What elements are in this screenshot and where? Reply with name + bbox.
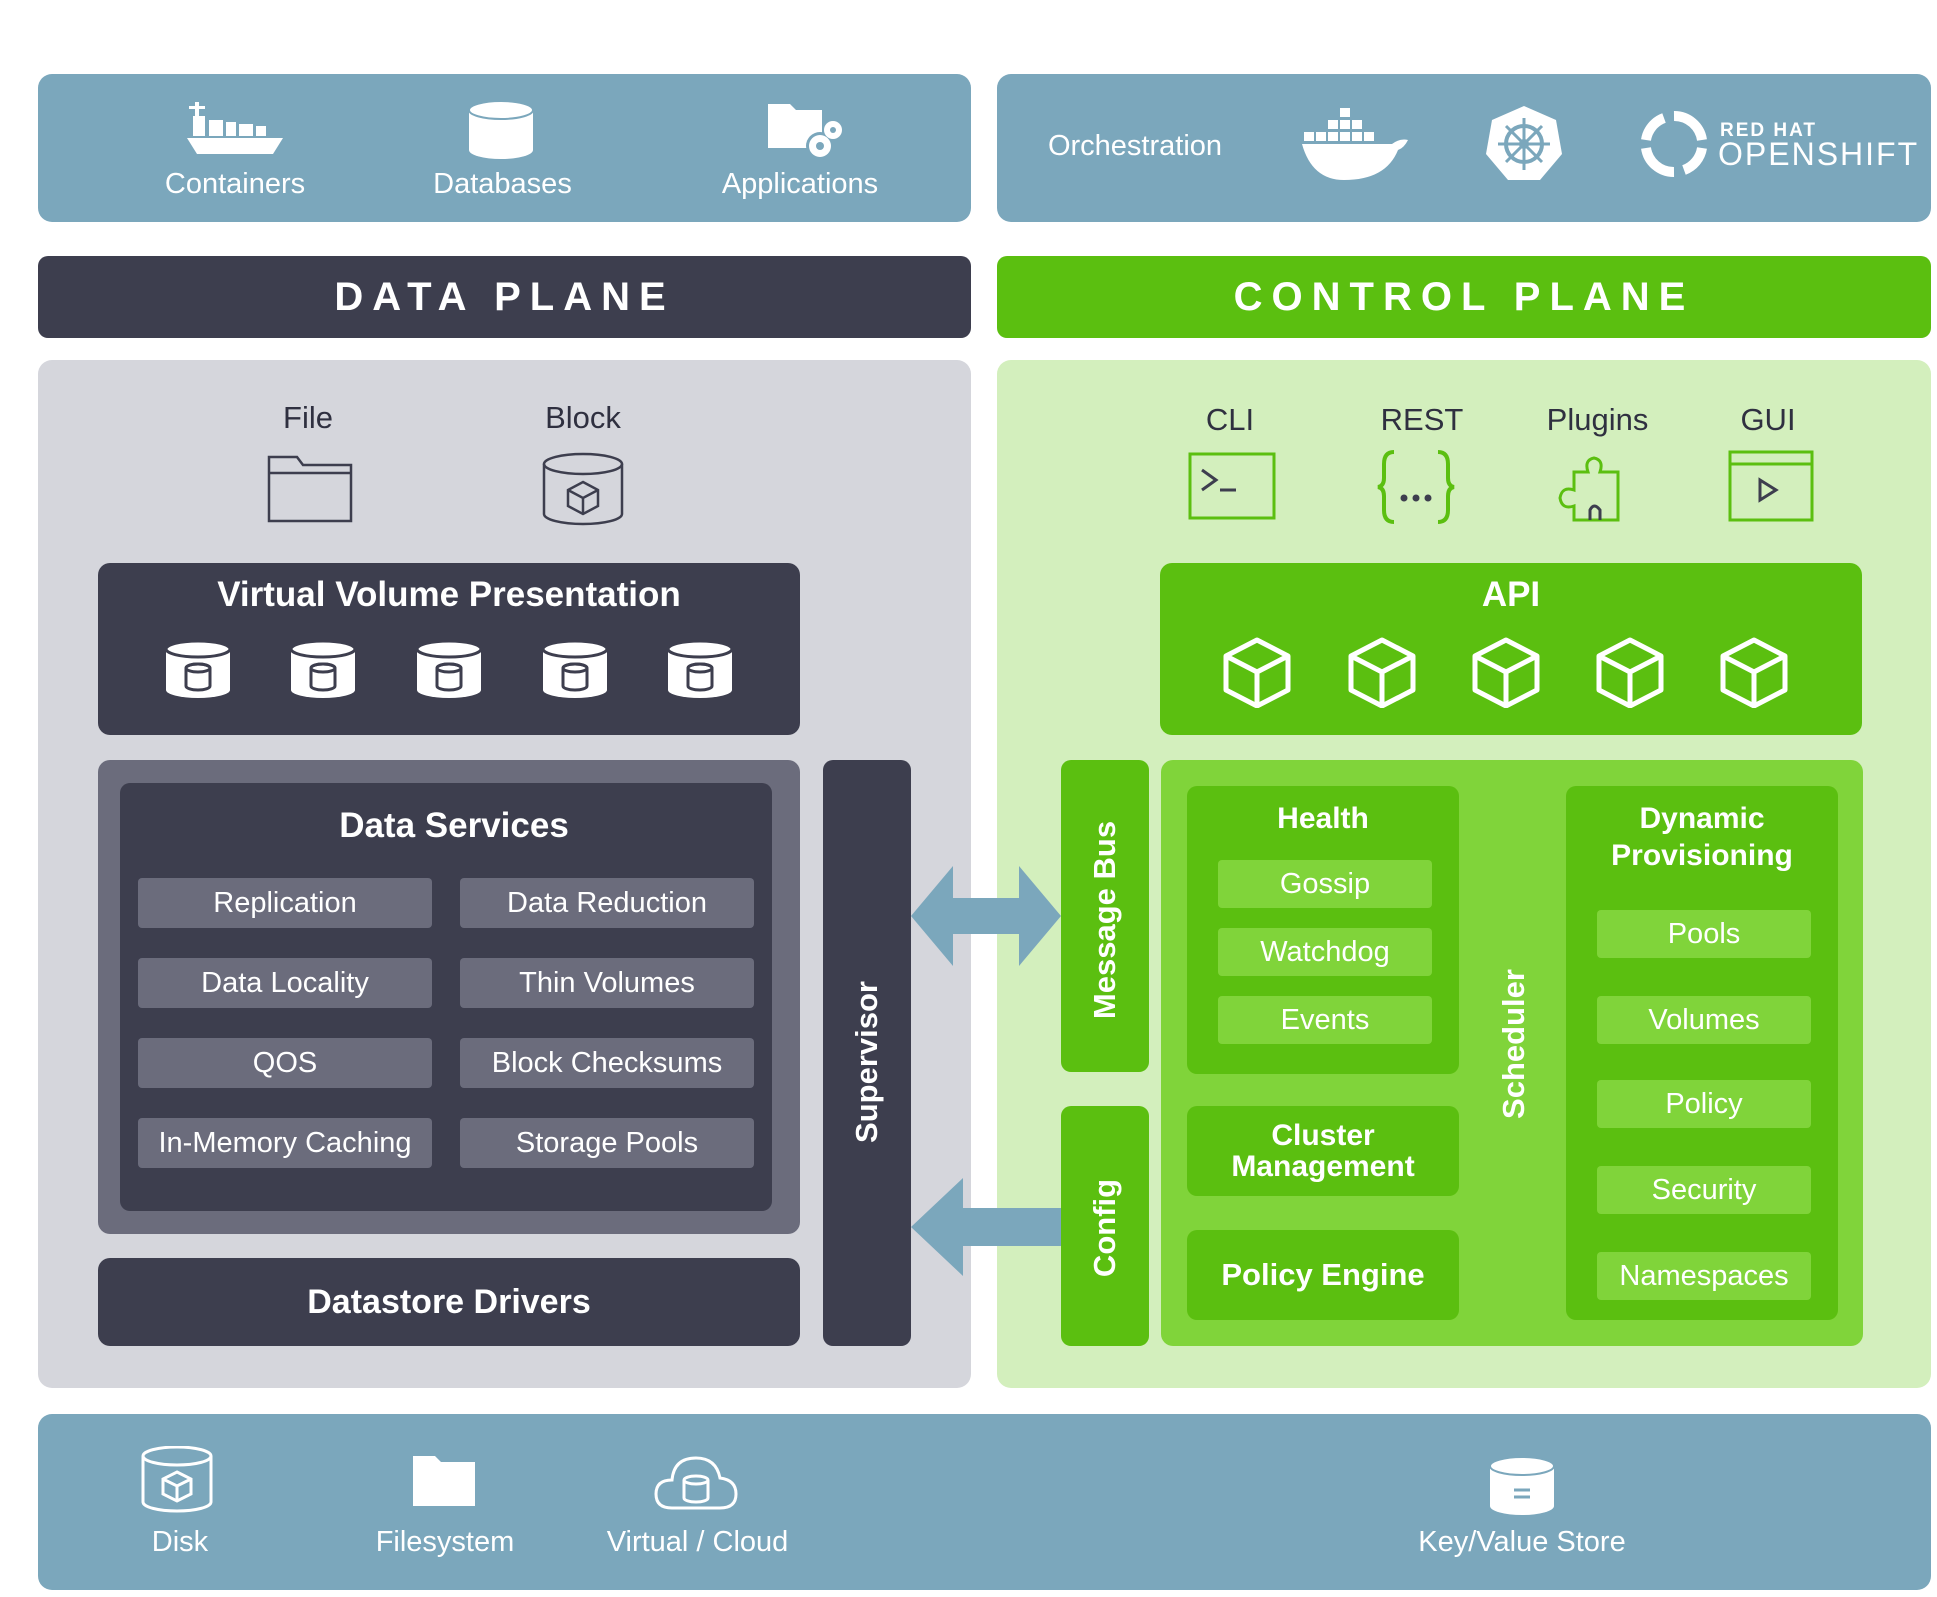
service-storage-pools: Storage Pools [460,1118,754,1168]
applications-label: Applications [721,168,879,200]
docker-icon [1300,104,1410,186]
volume-icon [415,640,483,700]
service-data-locality: Data Locality [138,958,432,1008]
dp-policy: Policy [1597,1080,1811,1128]
disk-icon [141,1446,213,1514]
service-block-checksums: Block Checksums [460,1038,754,1088]
containers-label: Containers [164,168,306,200]
interface-cli-label: CLI [1205,402,1255,437]
scheduler-label: Scheduler [1496,969,1531,1119]
volume-icon [541,640,609,700]
filesystem-label: Filesystem [375,1526,515,1558]
key-value-store-label: Key/Value Store [1418,1526,1626,1558]
ship-icon [183,94,287,160]
cube-icon [1222,636,1292,708]
dynamic-provisioning-title: Dynamic Provisioning [1611,802,1793,872]
interface-rest-label: REST [1380,402,1464,437]
message-bus-bar [1061,760,1149,1072]
datastore-drivers: Datastore Drivers [98,1258,800,1346]
api-title: API [1481,575,1541,614]
cube-icon [1719,636,1789,708]
terminal-icon [1188,452,1276,520]
redhat-line1: RED HAT [1720,120,1818,141]
cube-icon [1471,636,1541,708]
service-thin-volumes: Thin Volumes [460,958,754,1008]
cluster-management-label: Cluster Management [1231,1119,1415,1183]
openshift-icon [1638,108,1710,180]
data-plane-banner: DATA PLANE [38,256,971,338]
gui-window-icon [1728,450,1814,522]
file-folder-icon [267,455,353,523]
virtual-cloud-label: Virtual / Cloud [606,1526,789,1558]
config-bar [1061,1106,1149,1346]
service-replication: Replication [138,878,432,928]
policy-engine-box: Policy Engine [1187,1230,1459,1320]
cube-icon [1595,636,1665,708]
control-plane-banner: CONTROL PLANE [997,256,1931,338]
orchestration-label: Orchestration [1047,130,1223,162]
service-in-memory-caching: In-Memory Caching [138,1118,432,1168]
bidirectional-arrow [911,864,1061,968]
config-label: Config [1087,1178,1122,1278]
dp-namespaces: Namespaces [1597,1252,1811,1300]
storage-backends-bar [38,1414,1931,1590]
databases-label: Databases [433,168,572,200]
orchestration-bar [997,74,1931,222]
volume-icons-row [98,640,800,706]
dp-pools: Pools [1597,910,1811,958]
puzzle-icon [1554,448,1630,524]
supervisor-label: Supervisor [849,981,884,1143]
virtual-volume-title: Virtual Volume Presentation [217,575,681,614]
block-label: Block [545,400,621,435]
disk-label: Disk [151,1526,209,1558]
dp-volumes: Volumes [1597,996,1811,1044]
cube-icon [1347,636,1417,708]
message-bus-label: Message Bus [1087,820,1122,1020]
cloud-icon [654,1450,738,1512]
folder-gears-icon [766,98,846,168]
block-storage-icon [542,452,624,526]
volume-icon [666,640,734,700]
api-cubes-row [1160,636,1862,710]
key-value-store-icon [1488,1456,1556,1516]
file-label: File [283,400,333,435]
dynamic-provisioning-box [1566,786,1838,1320]
database-icon [467,100,535,160]
supervisor-bar [823,760,911,1346]
cluster-management-box: Cluster Management [1187,1106,1459,1196]
service-data-reduction: Data Reduction [460,878,754,928]
dp-security: Security [1597,1166,1811,1214]
health-title: Health [1277,802,1369,835]
service-qos: QOS [138,1038,432,1088]
data-services-title: Data Services [339,806,569,845]
folder-icon [411,1454,477,1508]
health-events: Events [1218,996,1432,1044]
volume-icon [164,640,232,700]
interface-gui-label: GUI [1740,402,1796,437]
health-watchdog: Watchdog [1218,928,1432,976]
kubernetes-icon [1484,104,1564,184]
interface-plugins-label: Plugins [1546,402,1649,437]
braces-icon [1376,450,1456,524]
config-arrow [911,1176,1061,1278]
health-gossip: Gossip [1218,860,1432,908]
volume-icon [289,640,357,700]
redhat-line2: OPENSHIFT [1718,136,1920,172]
